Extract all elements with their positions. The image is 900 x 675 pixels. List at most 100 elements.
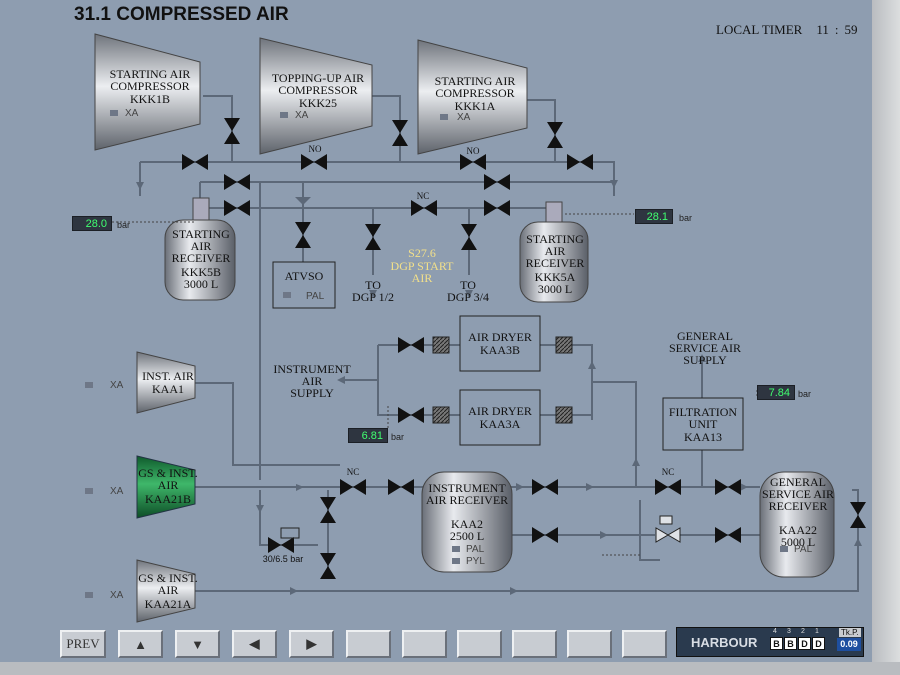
receiver-KAA2-alarm-pal: PAL xyxy=(466,544,485,555)
valve-state-nc-3: NC xyxy=(661,467,675,477)
compressor-KAA1-alarm: XA xyxy=(110,380,124,391)
receiver-KKK5B-name: STARTING AIR RECEIVER xyxy=(171,227,231,265)
receiver-KKK5B-volume: 3000 L xyxy=(183,277,219,291)
compressor-KKK25[interactable] xyxy=(259,37,373,155)
prev-button[interactable]: PREV xyxy=(60,630,106,658)
receiver-KAA22-name: GENERAL SERVICE AIR RECEIVER xyxy=(761,475,835,513)
receiver-KKK5B-pressure: 28.0 xyxy=(72,216,112,231)
compressor-KKK1B[interactable] xyxy=(94,33,201,151)
valves-horizontal[interactable] xyxy=(182,154,741,553)
compressor-KAA21A-name: GS & INST. AIR xyxy=(138,571,198,597)
receiver-KKK5B[interactable] xyxy=(164,197,236,301)
dryer-KAA3B-name: AIR DRYER xyxy=(468,330,532,344)
compressor-KAA21A[interactable] xyxy=(136,559,196,623)
dgp-outlet-3-4: TO DGP 3/4 xyxy=(447,278,489,304)
dgp-start-air-label: DGP START AIR xyxy=(390,259,454,285)
dryer-KAA3A-box[interactable] xyxy=(459,389,541,446)
up-button[interactable]: ▲ xyxy=(118,630,163,658)
status-letter-3: D xyxy=(798,637,811,650)
valve-state-nc-1: NC xyxy=(416,191,430,201)
compressor-KAA21A-alarm: XA xyxy=(110,590,124,601)
instrument-air-supply-label: INSTRUMENT AIR SUPPLY xyxy=(273,362,351,400)
status-letter-1: B xyxy=(770,637,783,650)
left-button[interactable]: ◀ xyxy=(232,630,277,658)
dryer-KAA3A-name: AIR DRYER xyxy=(468,404,532,418)
dgp-outlet-1-2: TO DGP 1/2 xyxy=(352,278,394,304)
receiver-KKK5A-id: KKK5A xyxy=(534,270,576,284)
receiver-KKK5A-unit: bar xyxy=(679,213,693,223)
instrument-air-supply-unit: bar xyxy=(391,432,405,442)
monitor-bezel-right xyxy=(872,0,900,675)
receiver-KAA22[interactable] xyxy=(759,471,835,578)
function-button-3[interactable] xyxy=(457,630,502,658)
filter-icon xyxy=(432,336,450,354)
general-service-air-supply-pressure: 7.84 xyxy=(757,385,795,400)
compressor-KAA21B-alarm: XA xyxy=(110,486,124,497)
compressor-KKK25-name: TOPPING-UP AIR COMPRESSOR xyxy=(271,71,365,97)
compressor-KAA1-name: INST. AIR xyxy=(142,369,194,383)
local-timer-label: LOCAL TIMER xyxy=(716,22,803,37)
function-button-6[interactable] xyxy=(622,630,667,658)
function-button-5[interactable] xyxy=(567,630,612,658)
status-number-1: 1 xyxy=(815,628,819,635)
tkp-label: Tk.P. xyxy=(839,628,861,637)
instrument-air-supply-pressure: 6.81 xyxy=(348,428,388,443)
dryer-KAA3B-box[interactable] xyxy=(459,315,541,372)
receiver-KAA2-alarm-pyl: PYL xyxy=(466,556,485,567)
general-service-air-supply-label: GENERAL SERVICE AIR SUPPLY xyxy=(668,329,742,367)
valve-state-no-1: NO xyxy=(308,144,322,154)
status-number-4: 4 xyxy=(773,628,777,635)
page-title: 31.1 COMPRESSED AIR xyxy=(74,4,289,25)
receiver-KKK5A[interactable] xyxy=(519,201,589,303)
filter-icon xyxy=(432,406,450,424)
filtration-unit-id: KAA13 xyxy=(684,430,722,444)
receiver-KAA22-volume: 5000 L xyxy=(780,535,816,549)
valves-vertical[interactable] xyxy=(224,118,866,579)
receiver-KKK5B-unit: bar xyxy=(117,220,131,230)
compressor-KKK1B-name: STARTING AIR COMPRESSOR xyxy=(109,67,191,93)
receiver-KAA2-volume: 2500 L xyxy=(449,529,485,543)
compressor-KKK1A-alarm: XA xyxy=(457,112,471,123)
general-service-air-supply-unit: bar xyxy=(798,389,812,399)
valve-state-no-2: NO xyxy=(466,146,480,156)
filter-icon xyxy=(555,406,573,424)
dryer-KAA3B-id: KAA3B xyxy=(479,343,520,357)
compressor-KKK1A[interactable] xyxy=(417,39,528,155)
down-button[interactable]: ▼ xyxy=(175,630,220,658)
status-letter-2: B xyxy=(784,637,797,650)
atvso-label: ATVSO xyxy=(284,269,324,283)
receiver-KAA2-id: KAA2 xyxy=(451,517,483,531)
control-valve-icon[interactable] xyxy=(655,515,681,543)
receiver-KKK5B-id: KKK5B xyxy=(180,265,221,279)
valve-state-nc-2: NC xyxy=(346,467,360,477)
compressor-KKK25-alarm: XA xyxy=(295,110,309,121)
operating-mode: HARBOUR xyxy=(691,635,758,650)
receiver-KKK5A-pressure: 28.1 xyxy=(635,209,673,224)
filtration-box[interactable] xyxy=(662,397,744,451)
dgp-start-air-code: S27.6 xyxy=(408,246,436,260)
local-timer-minutes: 59 xyxy=(844,22,858,37)
receiver-KAA2[interactable] xyxy=(421,471,513,573)
function-button-2[interactable] xyxy=(402,630,447,658)
compressor-KAA21A-id: KAA21A xyxy=(144,597,192,611)
right-button[interactable]: ▶ xyxy=(289,630,334,658)
compressor-KAA21B-name: GS & INST. AIR xyxy=(138,466,198,492)
function-button-4[interactable] xyxy=(512,630,557,658)
receiver-KKK5A-volume: 3000 L xyxy=(537,282,573,296)
receiver-KAA22-id: KAA22 xyxy=(779,523,817,537)
local-timer-hours: 11 xyxy=(816,22,829,37)
reducing-valve-label: 30/6.5 bar xyxy=(262,554,304,564)
compressor-KAA1[interactable] xyxy=(136,351,196,414)
compressor-KAA21B[interactable] xyxy=(136,455,196,519)
local-timer: LOCAL TIMER 11:59 xyxy=(716,22,857,38)
compressor-KKK1B-id: KKK1B xyxy=(129,92,170,106)
compressor-KKK1B-alarm: XA xyxy=(125,108,139,119)
function-button-1[interactable] xyxy=(346,630,391,658)
compressor-KKK25-id: KKK25 xyxy=(299,96,337,110)
status-squares xyxy=(85,110,788,598)
monitor-bezel-bottom xyxy=(0,662,900,675)
status-letter-4: D xyxy=(812,637,825,650)
atvso-box[interactable] xyxy=(272,261,336,309)
local-timer-separator: : xyxy=(834,22,839,37)
